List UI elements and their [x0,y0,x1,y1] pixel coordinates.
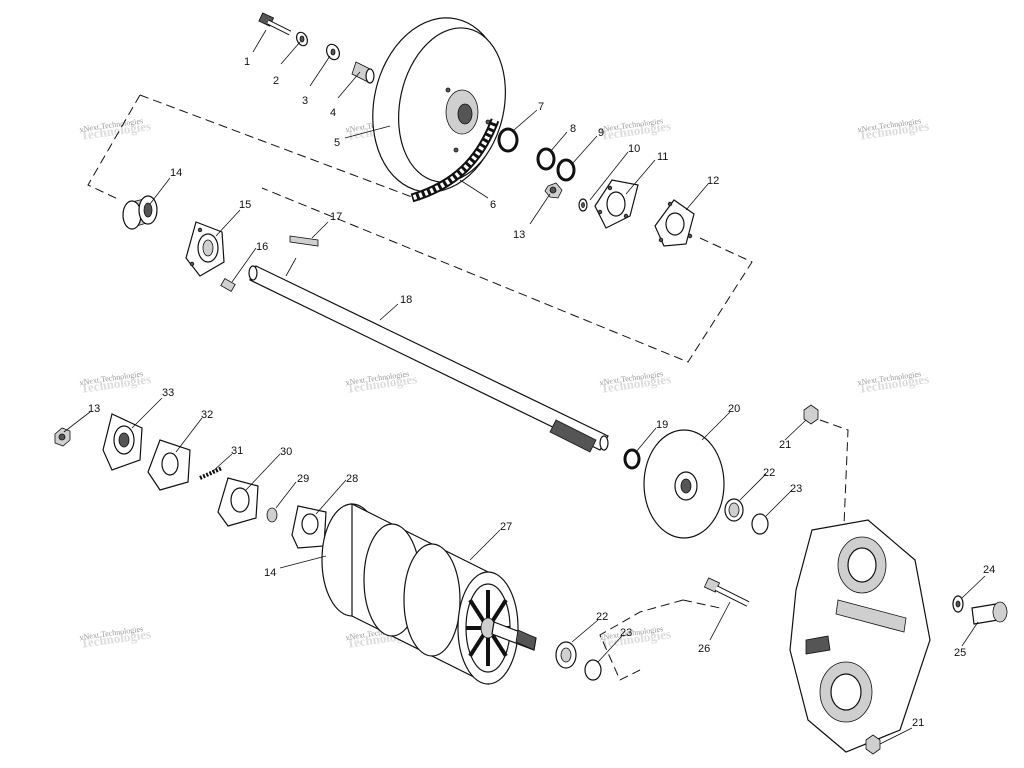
callout-28: 28 [346,473,358,485]
callout-1: 1 [244,56,250,68]
part-6-chain [410,118,500,203]
callout-26: 26 [698,643,710,655]
part-10-washer [578,198,588,212]
part-1-bolt [258,12,292,36]
callout-8: 8 [570,123,576,135]
part-21-nut [865,734,881,755]
chaincase-housing [789,519,931,753]
part-3-washer [325,43,341,61]
callout-7: 7 [538,101,544,113]
callout-15: 15 [239,199,251,211]
part-23-seal [751,513,769,535]
part-21-nut [803,404,819,425]
callout-13: 13 [88,403,100,415]
callout-4: 4 [330,107,336,119]
part-4-bushing [351,61,375,84]
part-14-bearing [122,195,158,230]
part-17-key [289,235,319,247]
callout-6: 6 [490,199,496,211]
callout-13: 13 [513,229,525,241]
callout-12: 12 [707,175,719,187]
callout-16: 16 [256,241,268,253]
callout-9: 9 [598,127,604,139]
callout-22: 22 [596,611,608,623]
part-28-bracket [291,505,327,549]
part-22-bearing [555,641,577,669]
part-31-spring [199,466,223,480]
callout-17: 17 [330,211,342,223]
part-33-flange [102,413,143,471]
callout-30: 30 [280,446,292,458]
part-13-nut [544,182,563,199]
part-2-washer [295,31,309,47]
part-16-screw [220,277,236,293]
part-5-pulley [372,17,506,193]
callout-21: 21 [912,717,924,729]
assembly-dashed-outlines [87,94,849,681]
callout-27: 27 [500,521,512,533]
part-22-bearing [724,498,744,522]
callout-24: 24 [983,564,995,576]
callout-21: 21 [779,439,791,451]
part-20-brake-disc [643,429,725,539]
callout-23: 23 [620,627,632,639]
part-24-washer [952,595,964,613]
callout-5: 5 [334,137,340,149]
callout-33: 33 [162,387,174,399]
part-12-flange [654,199,695,247]
callout-29: 29 [297,473,309,485]
part-26-bolt [703,577,750,607]
part-7-seal [497,127,519,153]
part-25-bolt [971,601,1008,625]
part-27-drive-drum [321,503,537,685]
callout-32: 32 [201,409,213,421]
part-8-seal [536,147,556,171]
part-13-nut [54,427,71,447]
callout-14: 14 [264,567,276,579]
callout-23: 23 [790,483,802,495]
leader-lines [63,29,986,745]
part-23-seal [584,659,602,681]
part-29-bushing [266,507,278,523]
part-19-seal [623,448,641,470]
part-9-seal [556,158,576,182]
callout-3: 3 [302,95,308,107]
callout-10: 10 [628,143,640,155]
callout-25: 25 [954,647,966,659]
part-32-gasket [147,439,191,491]
callout-11: 11 [657,151,668,163]
callout-22: 22 [763,467,775,479]
part-18-shaft [248,265,609,453]
callout-2: 2 [273,75,279,87]
part-30-plate [217,477,259,527]
callout-20: 20 [728,403,740,415]
callout-18: 18 [400,294,412,306]
callout-14: 14 [170,167,182,179]
part-15-flange [185,221,225,277]
callout-31: 31 [231,445,243,457]
callout-labels: 1 2 3 4 5 6 7 8 9 10 11 12 13 14 15 16 1… [88,56,995,729]
callout-19: 19 [656,419,668,431]
